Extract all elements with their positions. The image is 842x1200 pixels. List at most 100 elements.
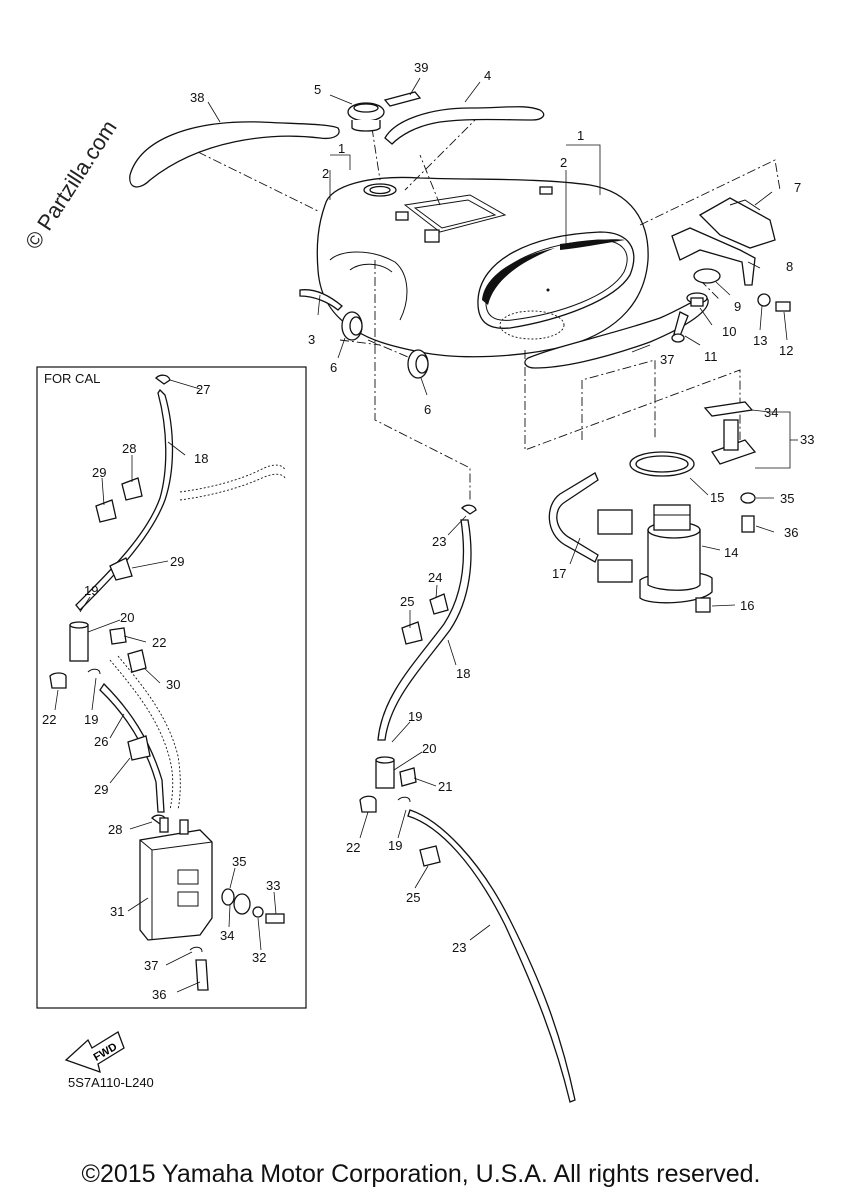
canister-31 bbox=[139, 817, 213, 941]
callout-22-inset: 22 bbox=[42, 712, 56, 727]
clamp-28a bbox=[155, 374, 171, 385]
clamp-25a bbox=[429, 593, 449, 615]
callout-11: 11 bbox=[704, 349, 718, 364]
callout-14: 14 bbox=[724, 545, 738, 560]
callout-36: 36 bbox=[152, 987, 166, 1002]
clip-19c bbox=[397, 796, 411, 803]
callout-20-inset: 20 bbox=[120, 610, 134, 625]
part-21 bbox=[399, 767, 417, 787]
part-21-inset bbox=[109, 627, 127, 645]
joint-20 bbox=[375, 756, 395, 789]
tube-36 bbox=[195, 959, 209, 991]
callout-1-right: 1 bbox=[577, 128, 584, 143]
callout-28b: 28 bbox=[108, 822, 122, 837]
callout-24: 23 bbox=[432, 534, 446, 549]
trim-strip-43 bbox=[129, 121, 340, 188]
callout-30a: 29 bbox=[170, 554, 184, 569]
hose-18-main bbox=[377, 519, 472, 741]
bracket-7 bbox=[698, 197, 776, 249]
leader-lines bbox=[54, 77, 798, 993]
callout-15: 15 bbox=[710, 490, 724, 505]
callout-16: 16 bbox=[740, 598, 754, 613]
callout-4: 4 bbox=[484, 68, 491, 83]
callout-19-main-b: 19 bbox=[388, 838, 402, 853]
callout-38: 33 bbox=[800, 432, 814, 447]
hose-23 bbox=[407, 809, 576, 1103]
callout-29c: 29 bbox=[94, 782, 108, 797]
part-9 bbox=[693, 268, 721, 284]
callout-6b: 6 bbox=[424, 402, 431, 417]
inset-box bbox=[36, 366, 307, 1009]
clamp-24 bbox=[461, 504, 477, 515]
callout-25a: 24 bbox=[428, 570, 442, 585]
cap-22 bbox=[359, 795, 377, 813]
callout-9: 9 bbox=[734, 299, 741, 314]
callout-28a: 27 bbox=[196, 382, 210, 397]
drawing-code: 5S7A110-L240 bbox=[68, 1075, 154, 1090]
callout-2-right: 2 bbox=[560, 155, 567, 170]
callout-17: 17 bbox=[552, 566, 566, 581]
callout-22-main: 22 bbox=[346, 840, 360, 855]
callout-18-inset: 18 bbox=[194, 451, 208, 466]
callout-31: 31 bbox=[110, 904, 124, 919]
bolt-33 bbox=[265, 913, 285, 924]
callout-27: 26 bbox=[94, 734, 108, 749]
inset-title: FOR CAL bbox=[44, 371, 101, 386]
strip-4 bbox=[384, 106, 545, 145]
callout-35: 35 bbox=[232, 854, 246, 869]
callout-21-main: 21 bbox=[438, 779, 452, 794]
bolt-16 bbox=[695, 597, 711, 613]
callout-44: 39 bbox=[414, 60, 428, 75]
callout-13: 13 bbox=[753, 333, 767, 348]
clamp-26 bbox=[419, 845, 441, 867]
trim-strip-42 bbox=[524, 296, 709, 369]
callout-1-left: 1 bbox=[338, 141, 345, 156]
callout-32: 32 bbox=[252, 950, 266, 965]
fwd-label: FWD bbox=[92, 1041, 120, 1064]
callout-3: 3 bbox=[308, 332, 315, 347]
callout-42: 37 bbox=[660, 352, 674, 367]
callout-19-inset-b: 19 bbox=[84, 712, 98, 727]
callout-2-left: 2 bbox=[322, 166, 329, 181]
clamp-25b bbox=[401, 621, 423, 645]
hose-27 bbox=[99, 682, 165, 813]
washer-40 bbox=[740, 492, 756, 504]
callout-33: 33 bbox=[266, 878, 280, 893]
part-10 bbox=[686, 292, 708, 307]
callout-21-inset: 22 bbox=[152, 635, 166, 650]
callout-29b: 29 bbox=[92, 465, 106, 480]
callout-7: 7 bbox=[794, 180, 801, 195]
joint-20-inset bbox=[69, 621, 89, 662]
copyright-notice: ©2015 Yamaha Motor Corporation, U.S.A. A… bbox=[81, 1160, 761, 1188]
clamp-29c bbox=[127, 735, 151, 761]
clamp-30b bbox=[127, 649, 147, 673]
fwd-arrow: FWD bbox=[64, 1031, 125, 1074]
bolt-41 bbox=[741, 515, 755, 533]
callout-labels: 38 5 39 4 1 2 1 2 3 6 6 7 8 9 10 11 12 1… bbox=[42, 60, 814, 1002]
callout-20-main: 20 bbox=[422, 741, 436, 756]
callout-19-main-a: 19 bbox=[408, 709, 422, 724]
bolt-12 bbox=[775, 301, 791, 312]
callout-12: 12 bbox=[779, 343, 793, 358]
callout-43: 38 bbox=[190, 90, 204, 105]
part-34 bbox=[221, 888, 235, 906]
callout-19-inset-a: 19 bbox=[84, 583, 98, 598]
part-35 bbox=[233, 893, 251, 915]
grommet-6a bbox=[341, 311, 363, 341]
callout-8: 8 bbox=[786, 259, 793, 274]
callout-29a: 28 bbox=[122, 441, 136, 456]
sender-38 bbox=[711, 419, 757, 465]
washer-13 bbox=[757, 293, 771, 307]
grommet-6b bbox=[407, 349, 429, 379]
clamp-29a bbox=[121, 477, 143, 501]
cap-22-inset bbox=[49, 672, 67, 689]
callout-25b: 25 bbox=[400, 594, 414, 609]
callout-34: 34 bbox=[220, 928, 234, 943]
hose-17 bbox=[548, 472, 599, 563]
callout-40: 35 bbox=[780, 491, 794, 506]
bracket-8 bbox=[671, 227, 756, 286]
part-44 bbox=[383, 91, 422, 107]
callout-6a: 6 bbox=[330, 360, 337, 375]
hose-3 bbox=[299, 289, 343, 311]
